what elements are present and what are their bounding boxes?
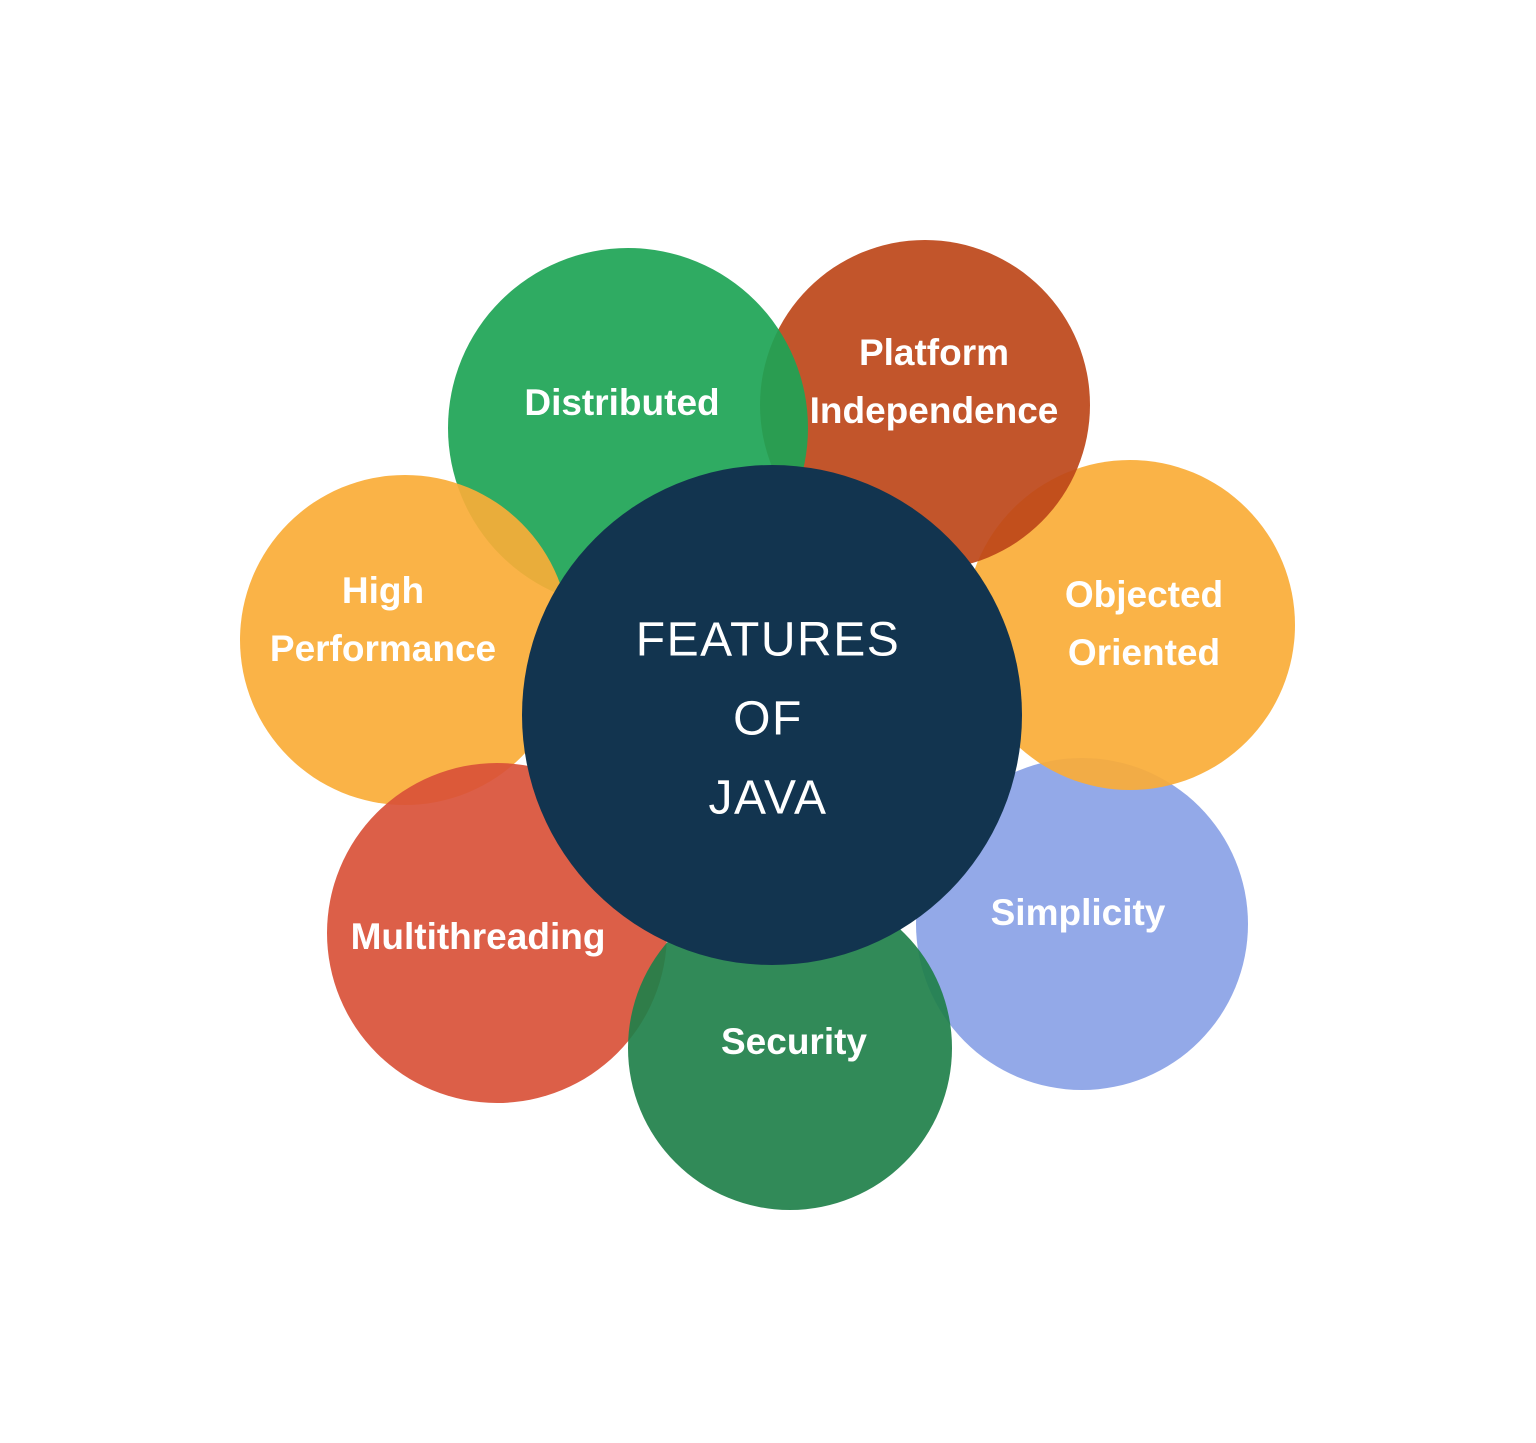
label-simplicity: Simplicity bbox=[991, 884, 1166, 942]
center-title-line: FEATURES bbox=[635, 613, 901, 667]
label-line: Performance bbox=[269, 628, 497, 669]
petal-circle-high-performance bbox=[240, 475, 570, 805]
center-title-line: OF bbox=[733, 692, 803, 746]
label-line: Independence bbox=[809, 390, 1059, 431]
center-title: FEATURES OF JAVA bbox=[636, 601, 900, 838]
label-line: Simplicity bbox=[990, 892, 1166, 933]
label-security: Security bbox=[721, 1013, 867, 1071]
label-distributed: Distributed bbox=[524, 374, 719, 432]
center-circle bbox=[522, 465, 1022, 965]
label-line: Security bbox=[720, 1021, 868, 1062]
label-multithreading: Multithreading bbox=[351, 908, 606, 966]
label-line: Objected bbox=[1064, 574, 1224, 615]
label-line: Multithreading bbox=[350, 916, 606, 957]
label-high-performance: High Performance bbox=[270, 562, 496, 678]
label-line: Oriented bbox=[1067, 632, 1221, 673]
center-title-line: JAVA bbox=[708, 771, 828, 825]
label-objected-oriented: Objected Oriented bbox=[1065, 566, 1223, 682]
label-platform-independence: Platform Independence bbox=[810, 324, 1059, 440]
label-line: High bbox=[341, 570, 425, 611]
label-line: Distributed bbox=[524, 382, 720, 423]
label-line: Platform bbox=[858, 332, 1010, 373]
